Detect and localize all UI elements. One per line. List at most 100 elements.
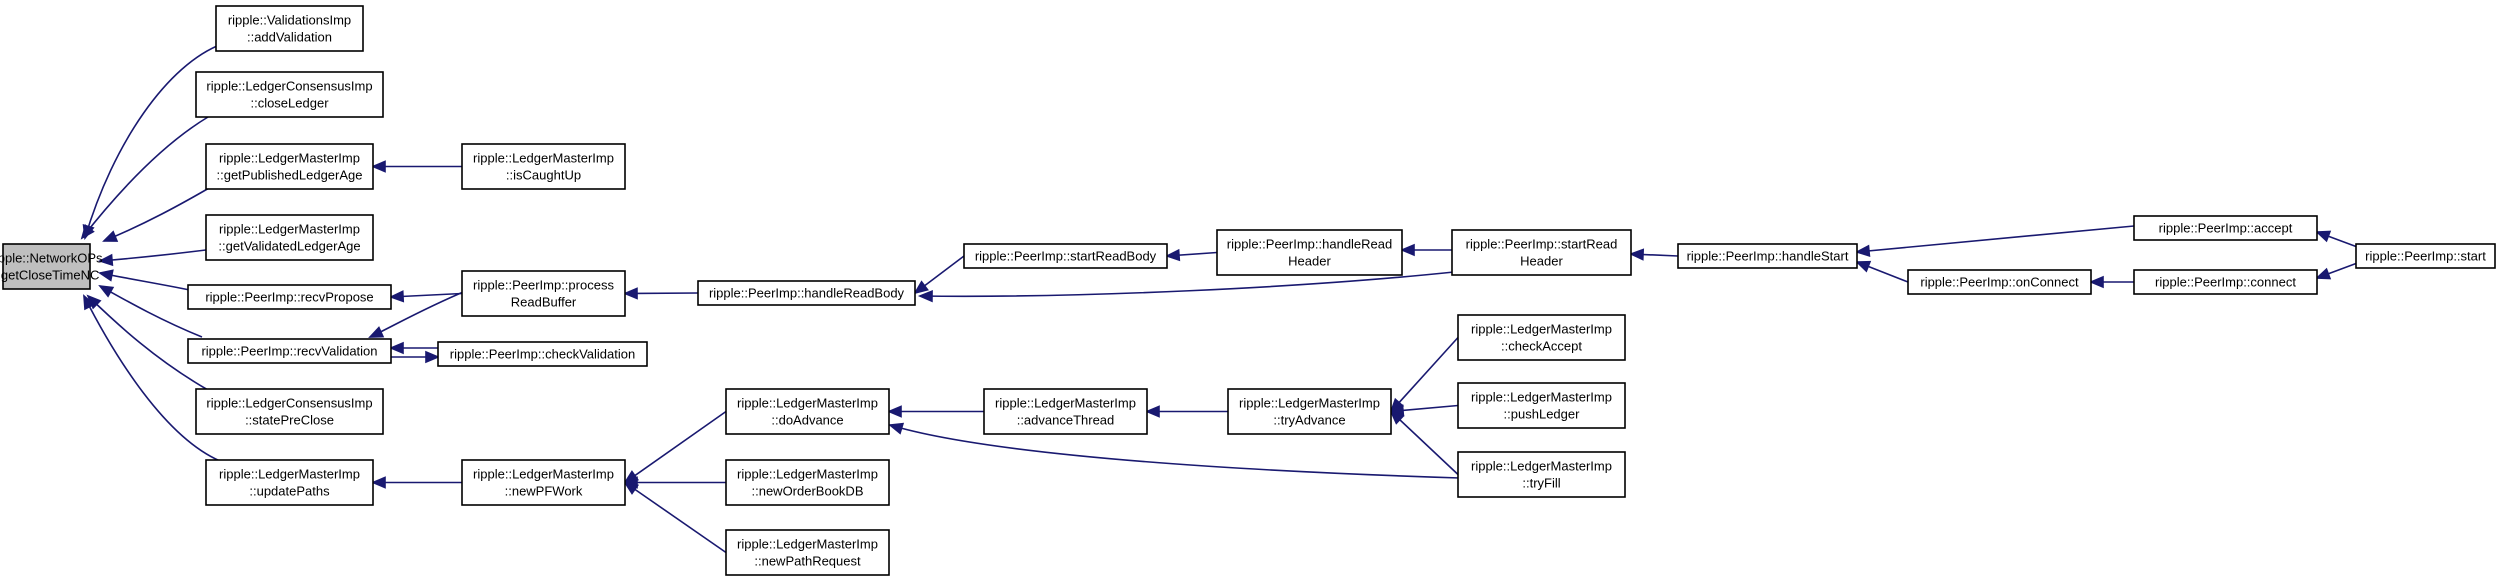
edge-n5-to-n0 bbox=[99, 248, 215, 262]
graph-node-n2[interactable]: ripple::LedgerConsensusImp::closeLedger bbox=[195, 71, 384, 118]
arrowhead-icon bbox=[1389, 410, 1405, 425]
arrowhead-icon bbox=[2088, 275, 2104, 289]
node-box bbox=[1227, 388, 1392, 435]
graph-node-n27[interactable]: ripple::LedgerMasterImp::tryFill bbox=[1457, 451, 1626, 498]
node-box bbox=[1457, 314, 1626, 361]
node-label: ripple::PeerImp::handleStart bbox=[1687, 249, 1849, 264]
arrowhead-icon bbox=[102, 230, 119, 242]
node-label: ripple::LedgerMasterImp bbox=[1471, 390, 1612, 405]
graph-node-n21[interactable]: ripple::LedgerMasterImp::newPFWork bbox=[461, 459, 626, 506]
graph-node-n26[interactable]: ripple::LedgerMasterImp::pushLedger bbox=[1457, 382, 1626, 429]
graph-node-n6[interactable]: ripple::PeerImp::recvPropose bbox=[187, 284, 392, 310]
graph-node-n8[interactable]: ripple::PeerImp::handleReadBody bbox=[697, 280, 916, 306]
node-label: ::tryFill bbox=[1522, 476, 1560, 491]
edges-layer bbox=[80, 43, 2361, 554]
node-label: ripple::LedgerMasterImp bbox=[737, 467, 878, 482]
node-label: ::advanceThread bbox=[1017, 413, 1115, 428]
node-label: ripple::PeerImp::process bbox=[473, 278, 614, 293]
graph-node-n3[interactable]: ripple::LedgerMasterImp::getPublishedLed… bbox=[205, 143, 374, 190]
node-label: ripple::LedgerMasterImp bbox=[737, 537, 878, 552]
arrowhead-icon bbox=[1628, 248, 1645, 261]
node-label: ::isCaughtUp bbox=[506, 168, 581, 183]
node-label: ripple::LedgerMasterImp bbox=[473, 151, 614, 166]
graph-node-n13[interactable]: ripple::PeerImp::accept bbox=[2133, 215, 2318, 241]
graph-node-n9[interactable]: ripple::PeerImp::startReadBody bbox=[963, 243, 1168, 269]
node-label: ::getPublishedLedgerAge bbox=[216, 168, 362, 183]
graph-node-n20[interactable]: ripple::LedgerMasterImp::updatePaths bbox=[205, 459, 374, 506]
graph-node-n29[interactable]: ripple::LedgerMasterImp::newPathRequest bbox=[725, 529, 890, 576]
node-label: ripple::LedgerMasterImp bbox=[219, 467, 360, 482]
arrowhead-icon bbox=[388, 290, 405, 303]
graph-node-n18[interactable]: ripple::PeerImp::checkValidation bbox=[437, 341, 648, 367]
node-label: ::doAdvance bbox=[771, 413, 843, 428]
node-box bbox=[2355, 243, 2496, 269]
node-box bbox=[2133, 215, 2318, 241]
edge-n11-to-n8 bbox=[919, 271, 1455, 298]
edge-n3-to-n0 bbox=[103, 183, 217, 242]
arrowhead-icon bbox=[98, 284, 115, 298]
graph-node-n24[interactable]: ripple::LedgerMasterImp::tryAdvance bbox=[1227, 388, 1392, 435]
arrowhead-icon bbox=[888, 422, 905, 435]
node-label: ::pushLedger bbox=[1504, 407, 1581, 422]
node-label: ripple::LedgerMasterImp bbox=[1471, 322, 1612, 337]
arrowhead-icon bbox=[425, 350, 441, 364]
node-box bbox=[215, 5, 364, 52]
arrowhead-icon bbox=[2315, 230, 2332, 243]
edge-n17-to-n0 bbox=[99, 285, 203, 338]
node-box bbox=[725, 529, 890, 576]
node-box bbox=[1457, 451, 1626, 498]
arrowhead-icon bbox=[917, 289, 933, 303]
node-label: ::newOrderBookDB bbox=[752, 484, 864, 499]
arrowhead-icon bbox=[2315, 267, 2332, 280]
graph-node-n23[interactable]: ripple::LedgerMasterImp::advanceThread bbox=[983, 388, 1148, 435]
node-label: ::getCloseTimeNC bbox=[0, 268, 99, 283]
node-label: ripple::LedgerMasterImp bbox=[1471, 459, 1612, 474]
graph-node-n19[interactable]: ripple::LedgerConsensusImp::statePreClos… bbox=[195, 388, 384, 435]
node-label: ripple::LedgerMasterImp bbox=[219, 222, 360, 237]
graph-node-n12[interactable]: ripple::PeerImp::handleStart bbox=[1677, 243, 1858, 269]
node-label: ripple::PeerImp::checkValidation bbox=[450, 347, 635, 362]
graph-node-n5[interactable]: ripple::LedgerMasterImp::getValidatedLed… bbox=[205, 214, 374, 261]
node-label: ::tryAdvance bbox=[1273, 413, 1345, 428]
node-label: ::updatePaths bbox=[249, 484, 330, 499]
graph-node-n4[interactable]: ripple::LedgerMasterImp::isCaughtUp bbox=[461, 143, 626, 190]
node-box bbox=[725, 388, 890, 435]
node-label: ripple::LedgerMasterImp bbox=[995, 396, 1136, 411]
edge-n22-to-n21 bbox=[624, 410, 727, 484]
node-box bbox=[2133, 269, 2318, 295]
graph-node-n25[interactable]: ripple::LedgerMasterImp::checkAccept bbox=[1457, 314, 1626, 361]
node-label: Header bbox=[1288, 254, 1331, 269]
edge-n27-to-n24 bbox=[1390, 410, 1459, 476]
node-label: ripple::PeerImp::accept bbox=[2159, 221, 2293, 236]
graph-node-n0[interactable]: ripple::NetworkOPs::getCloseTimeNC bbox=[0, 243, 103, 290]
node-label: ripple::PeerImp::start bbox=[2365, 249, 2486, 264]
arrowhead-icon bbox=[1399, 243, 1415, 257]
graph-node-n16[interactable]: ripple::PeerImp::connect bbox=[2133, 269, 2318, 295]
graph-node-n22[interactable]: ripple::LedgerMasterImp::doAdvance bbox=[725, 388, 890, 435]
node-box bbox=[461, 143, 626, 190]
node-label: ripple::LedgerConsensusImp bbox=[206, 79, 372, 94]
node-label: Header bbox=[1520, 254, 1563, 269]
graph-node-n1[interactable]: ripple::ValidationsImp::addValidation bbox=[215, 5, 364, 52]
edge-n20-to-n0 bbox=[83, 295, 221, 462]
edge-n29-to-n21 bbox=[624, 481, 727, 554]
arrowhead-icon bbox=[97, 253, 114, 267]
node-label: ripple::PeerImp::recvPropose bbox=[205, 290, 373, 305]
graph-node-n28[interactable]: ripple::LedgerMasterImp::newOrderBookDB bbox=[725, 459, 890, 506]
node-box bbox=[963, 243, 1168, 269]
node-box bbox=[2, 243, 91, 290]
edge-n19-to-n0 bbox=[87, 295, 209, 391]
node-box bbox=[187, 338, 392, 364]
node-label: ripple::PeerImp::handleReadBody bbox=[709, 286, 905, 301]
node-box bbox=[697, 280, 916, 306]
graph-node-n14[interactable]: ripple::PeerImp::start bbox=[2355, 243, 2496, 269]
node-label: ripple::LedgerMasterImp bbox=[219, 151, 360, 166]
node-label: ::addValidation bbox=[247, 30, 332, 45]
graph-node-n15[interactable]: ripple::PeerImp::onConnect bbox=[1907, 269, 2092, 295]
node-box bbox=[983, 388, 1148, 435]
node-box bbox=[461, 459, 626, 506]
graph-node-n17[interactable]: ripple::PeerImp::recvValidation bbox=[187, 338, 392, 364]
